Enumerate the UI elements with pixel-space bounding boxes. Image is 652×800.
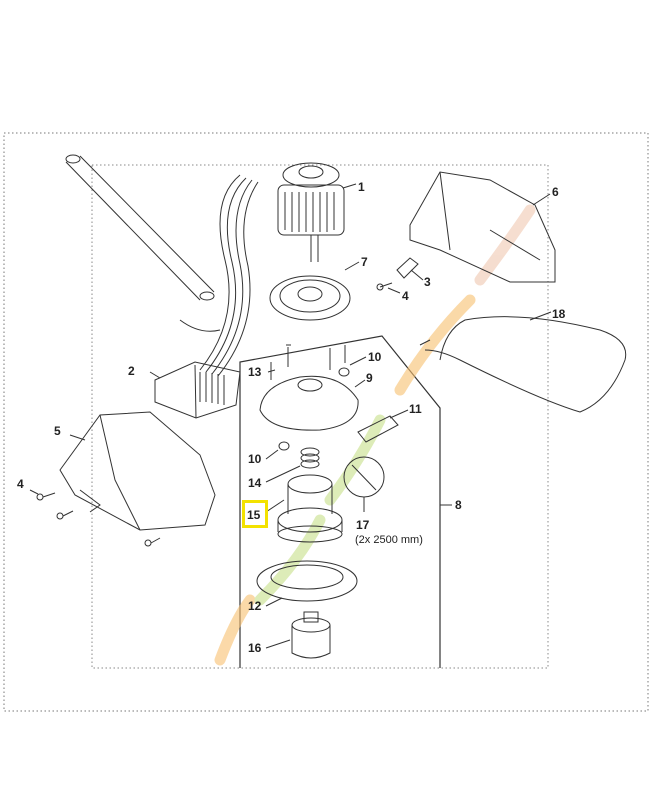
housing-half-left: [59, 411, 216, 531]
circuit-board: [154, 361, 241, 419]
leader-lines: [29, 183, 552, 649]
callout-7: 7: [361, 255, 368, 269]
callout-8: 8: [455, 498, 462, 512]
callout-6: 6: [552, 185, 559, 199]
fan-wheel: [269, 275, 351, 321]
assembly-8-outline: [239, 335, 441, 668]
housing-half-right: [409, 171, 556, 283]
highlight-box: [242, 500, 268, 528]
spring: [300, 447, 320, 469]
callout-13: 13: [248, 365, 262, 379]
callout-14: 14: [248, 476, 262, 490]
nut-bottom: [278, 441, 290, 451]
callout-16: 16: [248, 641, 262, 655]
callout-11: 11: [409, 402, 422, 416]
callout-12: 12: [248, 599, 262, 613]
callout-4: 4: [17, 477, 24, 491]
wire-guard: [419, 316, 627, 413]
callout-3: 3: [424, 275, 431, 289]
watermark: [214, 204, 536, 666]
clip: [396, 257, 419, 279]
line-length-note: (2x 2500 mm): [355, 534, 423, 546]
callout-1: 1: [358, 180, 365, 194]
callout-10: 10: [248, 452, 262, 466]
callout-2: 2: [128, 364, 135, 378]
handle-tube: [65, 154, 215, 301]
head-cover: [256, 560, 358, 602]
callout-5: 5: [54, 424, 61, 438]
wire-harness: [179, 174, 259, 377]
callout-9: 9: [366, 371, 373, 385]
head-screws: [270, 344, 346, 380]
inner-dotted-frame: [91, 164, 549, 669]
screws: [36, 282, 393, 547]
callout-4: 4: [402, 289, 409, 303]
tap-button: [291, 611, 331, 659]
blade: [357, 415, 399, 443]
nut-top: [338, 367, 350, 377]
callout-15: 15: [247, 508, 261, 522]
callout-10: 10: [368, 350, 382, 364]
spool: [277, 474, 343, 543]
callout-17: 17: [356, 518, 370, 532]
head-top: [259, 375, 359, 431]
motor: [277, 162, 345, 262]
outer-dotted-frame: [3, 132, 649, 712]
callout-18: 18: [552, 307, 566, 321]
